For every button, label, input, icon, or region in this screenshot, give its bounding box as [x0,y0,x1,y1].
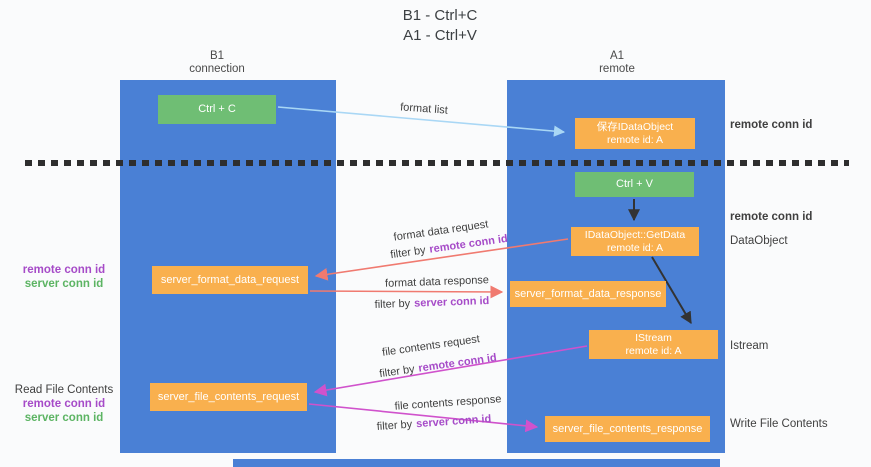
filter-by-text: filter by [374,297,411,311]
server-file-contents-response-label: server_file_contents_response [552,422,703,435]
server-conn-id-text: server conn id [24,412,104,424]
filter-by-text: filter by [376,418,413,433]
annotation-format-conn-ids: remote conn id server conn id [12,263,116,291]
getdata-line1: IDataObject::GetData [584,228,686,241]
column-header-b1: B1 connection [117,50,317,76]
istream-box: IStream remote id: A [589,330,718,359]
remote-conn-id-text: remote conn id [22,264,106,276]
idataobject-getdata-box: IDataObject::GetData remote id: A [571,227,699,256]
save-idataobject-line2: remote id: A [606,133,664,146]
annotation-dataobject: DataObject [730,235,788,247]
annotation-remote-conn-id-top: remote conn id [730,119,813,131]
getdata-line2: remote id: A [606,241,664,254]
server-format-data-request-box: server_format_data_request [152,266,308,294]
server-format-data-response-label: server_format_data_response [514,287,662,300]
column-a1-role: remote [599,63,635,75]
filter-by-text: filter by [378,363,416,381]
annotation-write-file-contents: Write File Contents [730,418,828,430]
annotation-read-file-contents-group: Read File Contents remote conn id server… [12,383,116,425]
clipboard-boundary-dashed-line [25,160,849,166]
remote-conn-id-text: remote conn id [417,351,498,375]
column-b1-name: B1 [209,50,225,62]
server-format-data-request-label: server_format_data_request [160,273,300,286]
label-file-contents-response: file contents response [394,393,502,413]
ctrl-c-label: Ctrl + C [198,103,236,115]
server-conn-id-text: server conn id [413,295,490,310]
column-header-a1: A1 remote [517,50,717,76]
bottom-blue-bar [233,459,720,467]
server-file-contents-request-box: server_file_contents_request [150,383,307,411]
annotation-istream: Istream [730,340,769,352]
annotation-remote-conn-id-mid: remote conn id [730,211,813,223]
server-format-data-response-box: server_format_data_response [510,281,666,307]
label-format-data-response: format data response [384,274,490,290]
filter-by-text: filter by [389,244,427,262]
ctrl-c-box: Ctrl + C [158,95,276,124]
title-line-1: B1 - Ctrl+C [402,7,478,24]
diagram-title: B1 - Ctrl+C A1 - Ctrl+V [300,6,580,46]
arrow-format-data-response [309,285,504,299]
ctrl-v-box: Ctrl + V [575,172,694,197]
ctrl-v-label: Ctrl + V [616,178,653,190]
label-format-list: format list [399,101,449,117]
server-conn-id-text: server conn id [24,278,104,290]
save-idataobject-line1: 保存IDataObject [596,120,674,133]
save-idataobject-box: 保存IDataObject remote id: A [575,118,695,149]
server-conn-id-text: server conn id [415,413,492,431]
title-line-2: A1 - Ctrl+V [403,27,477,44]
column-b1-role: connection [189,63,245,75]
server-file-contents-response-box: server_file_contents_response [545,416,710,442]
read-file-contents-text: Read File Contents [14,384,114,396]
server-file-contents-request-label: server_file_contents_request [157,390,300,403]
column-a1-name: A1 [609,50,625,62]
istream-line1: IStream [635,331,672,344]
istream-line2: remote id: A [625,344,682,357]
remote-conn-id-text: remote conn id [22,398,106,410]
